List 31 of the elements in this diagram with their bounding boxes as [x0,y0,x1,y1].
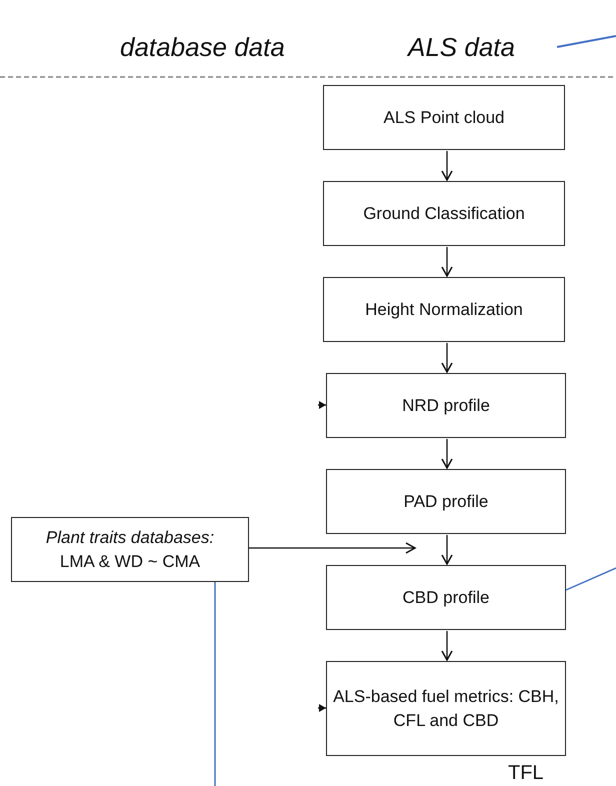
line [566,567,616,591]
arrow [441,439,453,469]
line [214,582,216,786]
box-text: ALS-based fuel metrics: CBH, CFL and CBD [333,686,559,732]
box-text: LMA & WD ~ CMA [60,550,200,572]
process-box [11,517,249,582]
box-text: NRD profile [402,394,490,417]
process-box [326,565,566,630]
box-text: Plant traits databases: [46,526,214,549]
box-text: Ground Classification [363,202,525,225]
arrow [441,631,453,661]
arrow [441,247,453,277]
arrow-stub [318,704,326,712]
process-box [326,469,566,534]
process-box [323,277,565,342]
arrow [441,151,453,181]
column-heading: database data [120,32,285,63]
column-heading: ALS data [408,32,515,63]
arrow-stub [318,401,326,409]
box-text: Height Normalization [365,298,523,321]
arrow [441,343,453,373]
process-box [323,85,565,150]
box-text: CBD profile [402,586,490,609]
box-text: ALS Point cloud [384,106,504,129]
process-box [326,373,566,438]
text-label: TFL [508,762,544,785]
process-box [326,661,566,756]
box-text: PAD profile [404,490,488,513]
arrow [441,535,453,565]
process-box [323,181,565,246]
arrow [249,542,416,554]
